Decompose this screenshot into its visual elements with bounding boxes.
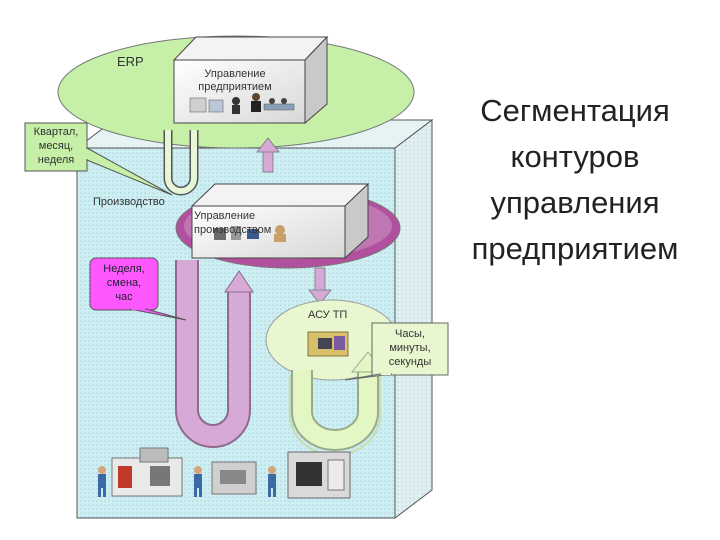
computer-icon	[307, 331, 349, 357]
asu-label: АСУ ТП	[308, 309, 348, 321]
cnc-machine-icon	[287, 451, 351, 499]
production-management-label: Управление производством	[194, 209, 271, 237]
callout-week-text: Неделя, смена, час	[90, 262, 158, 304]
callout-hours-line3: секунды	[388, 356, 432, 368]
callout-week-line2: смена,	[106, 277, 142, 289]
slide-title: Сегментация контуров управления предприя…	[440, 88, 710, 272]
lathe-icon	[211, 461, 257, 495]
callout-quarter-line3: неделя	[37, 154, 75, 166]
callout-week-line3: час	[115, 291, 133, 303]
people-icon	[189, 93, 295, 114]
enterprise-management-line1: Управление	[204, 68, 266, 80]
down-arrow-to-asu	[308, 267, 332, 305]
machine-tool-icon	[111, 447, 183, 497]
production-label: Производство	[93, 196, 165, 208]
callout-quarter-line2: месяц,	[38, 140, 74, 152]
slide-title-line2: контуров	[510, 139, 640, 174]
slide-title-line4: предприятием	[471, 231, 679, 266]
callout-hours-line1: Часы,	[395, 328, 425, 340]
up-arrow-to-erp	[256, 137, 280, 173]
callout-quarter-text: Квартал, месяц, неделя	[25, 125, 87, 167]
callout-quarter-line1: Квартал,	[33, 126, 79, 138]
production-management-line1: Управление	[194, 210, 256, 222]
slide-title-line1: Сегментация	[480, 93, 670, 128]
callout-hours-text: Часы, минуты, секунды	[372, 327, 448, 369]
worker-figures	[98, 466, 276, 497]
production-management-line2: производством	[194, 224, 272, 236]
slide-title-line3: управления	[490, 185, 660, 220]
callout-week	[89, 257, 187, 321]
erp-label: ERP	[117, 54, 144, 69]
enterprise-management-box	[172, 35, 329, 125]
enterprise-management-label: Управление предприятием	[176, 68, 294, 94]
worker-icon	[214, 225, 286, 242]
pink-loop	[175, 260, 254, 448]
erp-production-loop	[163, 130, 199, 196]
callout-week-line1: Неделя,	[103, 263, 145, 275]
callout-hours	[344, 322, 449, 381]
callout-hours-line2: минуты,	[389, 342, 431, 354]
enterprise-management-line2: предприятием	[198, 81, 272, 93]
callout-quarter	[24, 122, 173, 196]
